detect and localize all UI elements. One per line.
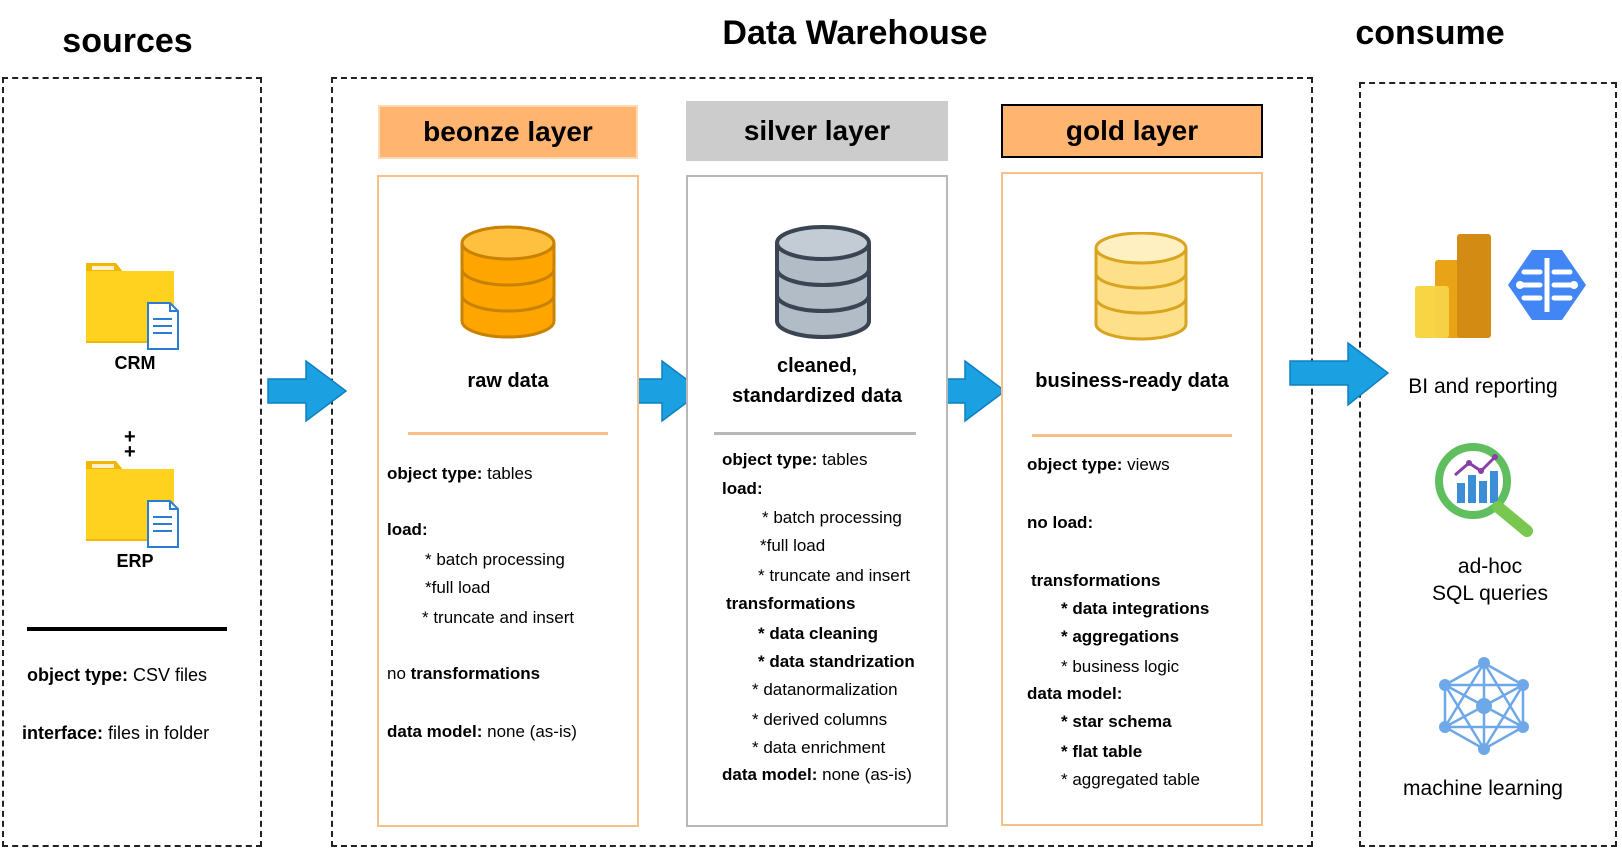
brain-ai-icon [1506, 248, 1588, 327]
sources-title: sources [62, 22, 193, 60]
gold-transformations-key: transformations [1031, 571, 1161, 590]
silver-transformations-key: transformations [726, 594, 856, 613]
gold-data-model-key: data model: [1027, 684, 1123, 703]
bronze-load-key: load: [387, 520, 428, 539]
bronze-caption: raw data [467, 370, 549, 392]
silver-transform-item: * data standrization [758, 652, 915, 671]
power-bi-icon [1413, 232, 1493, 345]
plus-marks: + + [124, 426, 136, 463]
silver-caption-line1: cleaned, [776, 355, 858, 377]
bronze-database-icon [458, 225, 558, 346]
consume-container [1359, 82, 1617, 847]
consume-title: consume [1355, 14, 1505, 52]
sources-divider [27, 627, 227, 631]
bi-reporting-label: BI and reporting [1408, 375, 1558, 398]
silver-load-item: * truncate and insert [758, 566, 911, 585]
bronze-load-item: *full load [425, 578, 491, 597]
gold-database-icon [1093, 231, 1189, 347]
silver-transform-item: * derived columns [752, 710, 888, 729]
bronze-rule [408, 432, 608, 435]
bronze-load-item: * truncate and insert [422, 608, 575, 627]
silver-caption-line2: standardized data [731, 385, 903, 407]
sources-container [2, 77, 262, 847]
gold-transform-item: * data integrations [1061, 599, 1210, 618]
gold-no-load: no load: [1027, 513, 1094, 532]
silver-data-model: data model: none (as-is) [722, 765, 912, 784]
silver-rule [714, 432, 916, 435]
erp-folder-icon [84, 457, 184, 554]
data-warehouse-title: Data Warehouse [722, 14, 988, 52]
machine-learning-label: machine learning [1403, 777, 1563, 800]
crm-label: CRM [114, 353, 156, 373]
warehouse-container [331, 77, 1313, 847]
bronze-object-type: object type: tables [387, 464, 533, 483]
gold-rule [1032, 434, 1232, 437]
sources-object-type: object type: CSV files [27, 665, 208, 685]
erp-label: ERP [116, 551, 154, 571]
bronze-data-model: data model: none (as-is) [387, 722, 577, 741]
adhoc-label-line1: ad-hoc [1457, 555, 1523, 578]
arrow-sources-to-bronze [267, 359, 348, 423]
silver-object-type: object type: tables [722, 450, 868, 469]
silver-load-item: *full load [760, 536, 826, 555]
gold-transform-item: * business logic [1061, 657, 1180, 676]
bronze-load-item: * batch processing [425, 550, 565, 569]
silver-transform-item: * datanormalization [752, 680, 898, 699]
gold-model-item: * aggregated table [1061, 770, 1200, 789]
crm-folder-icon [84, 259, 184, 356]
gold-object-type: object type: views [1027, 455, 1170, 474]
bronze-layer-header: beonze layer [378, 105, 638, 159]
silver-layer-header: silver layer [686, 101, 948, 161]
bronze-transformations: no transformations [387, 664, 541, 683]
gold-caption: business-ready data [1035, 370, 1229, 392]
adhoc-label-line2: SQL queries [1432, 582, 1548, 605]
silver-transform-item: * data cleaning [758, 624, 878, 643]
search-analytics-icon [1433, 441, 1539, 542]
gold-model-item: * star schema [1061, 712, 1172, 731]
neural-network-icon [1437, 657, 1531, 760]
gold-transform-item: * aggregations [1061, 627, 1180, 646]
silver-database-icon [773, 225, 873, 346]
gold-layer-header: gold layer [1001, 104, 1263, 158]
gold-model-item: * flat table [1061, 742, 1143, 761]
silver-transform-item: * data enrichment [752, 738, 886, 757]
arrow-gold-to-consume [1289, 341, 1390, 407]
silver-load-item: * batch processing [762, 508, 902, 527]
sources-interface: interface: files in folder [22, 723, 210, 743]
silver-load-key: load: [722, 479, 763, 498]
